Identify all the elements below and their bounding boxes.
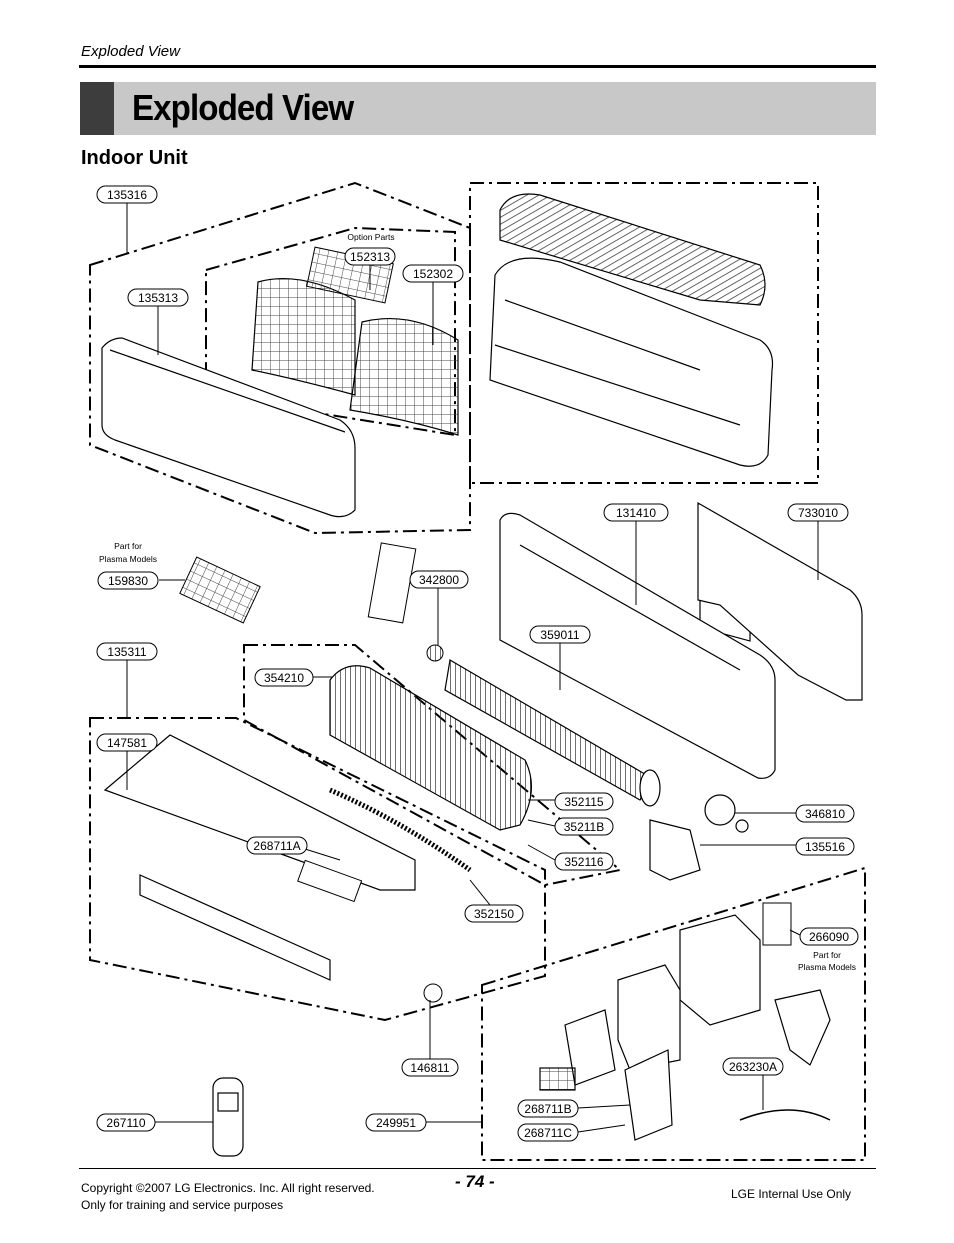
part-label: 135316 [96, 185, 158, 204]
leader-lines [126, 203, 819, 1133]
part-label: 35211B [554, 817, 614, 836]
motor-cover [649, 819, 701, 881]
front-panel [101, 337, 356, 518]
internal-use-notice: LGE Internal Use Only [731, 1187, 852, 1201]
part-label: 352115 [554, 792, 614, 811]
part-label: 267110 [96, 1113, 156, 1132]
part-label: 342800 [409, 570, 469, 589]
svg-text:131410: 131410 [616, 506, 656, 520]
svg-text:354210: 354210 [264, 671, 304, 685]
svg-text:152302: 152302 [413, 267, 453, 281]
copyright: Copyright ©2007 LG Electronics. Inc. All… [81, 1180, 375, 1214]
svg-text:268711C: 268711C [524, 1126, 572, 1140]
copyright-line-1: Copyright ©2007 LG Electronics. Inc. All… [81, 1181, 375, 1195]
svg-text:342800: 342800 [419, 573, 459, 587]
part-label: 135311 [96, 642, 158, 661]
page-number: - 74 - [455, 1172, 495, 1191]
top-grille [499, 193, 766, 306]
svg-text:267110: 267110 [106, 1116, 145, 1130]
side-cover-bracket [367, 542, 417, 624]
running-head: Exploded View [81, 43, 180, 60]
svg-text:135311: 135311 [107, 645, 146, 659]
terminal-cover [774, 989, 831, 1066]
group-outline-evaporator [243, 644, 623, 887]
part-label: 135313 [127, 288, 189, 307]
svg-text:352115: 352115 [564, 795, 603, 809]
header-rule [79, 65, 876, 68]
footer-rule [79, 1168, 876, 1169]
svg-text:135316: 135316 [107, 188, 147, 202]
fan-motor [704, 794, 749, 833]
svg-text:146811: 146811 [410, 1061, 449, 1075]
cross-flow-fan [444, 659, 661, 807]
svg-text:266090: 266090 [809, 930, 849, 944]
control-box [539, 914, 761, 1141]
svg-text:352116: 352116 [564, 855, 603, 869]
plasma-generator [179, 556, 261, 624]
installation-plate [697, 501, 863, 701]
display-pcb [297, 859, 363, 903]
svg-text:35211B: 35211B [564, 820, 604, 834]
note-plasma-2a: Part for [813, 950, 841, 960]
page-title: Exploded View [132, 87, 354, 128]
air-filter-left [251, 277, 356, 396]
group-outline-front-panel [89, 181, 471, 535]
note-option-parts: Option Parts [347, 232, 394, 242]
air-filter-right [349, 317, 459, 436]
part-label: 346810 [795, 804, 855, 823]
svg-text:249951: 249951 [376, 1116, 416, 1130]
part-label: 249951 [365, 1113, 427, 1132]
svg-text:268711A: 268711A [253, 839, 300, 853]
part-label: 359011 [529, 625, 591, 644]
part-label: 146811 [401, 1058, 459, 1077]
part-label: 131410 [603, 503, 669, 522]
copyright-line-2: Only for training and service purposes [81, 1198, 284, 1212]
part-label: 159830 [97, 571, 159, 590]
part-label: 268711A [246, 836, 308, 855]
svg-text:268711B: 268711B [524, 1102, 571, 1116]
svg-text:733010: 733010 [798, 506, 838, 520]
part-label: 147581 [96, 733, 158, 752]
part-label: 354210 [254, 668, 314, 687]
part-label: 152302 [402, 264, 464, 283]
drain-pan [103, 734, 416, 891]
part-label: 268711B [517, 1099, 579, 1118]
group-outline-vane [89, 717, 546, 1022]
svg-text:263230A: 263230A [729, 1060, 777, 1074]
section-title: Indoor Unit [81, 147, 188, 169]
remote-controller [212, 1077, 244, 1157]
svg-text:359011: 359011 [540, 628, 579, 642]
svg-text:159830: 159830 [108, 574, 148, 588]
drain-hose [329, 787, 472, 873]
part-label: 266090 [799, 927, 859, 946]
svg-text:346810: 346810 [805, 807, 845, 821]
banner-accent-block [80, 82, 114, 135]
note-plasma-1a: Part for [114, 541, 142, 551]
power-cord [739, 1109, 831, 1121]
svg-text:135313: 135313 [138, 291, 178, 305]
part-label: 135516 [795, 837, 855, 856]
svg-text:135516: 135516 [805, 840, 845, 854]
part-label: 152313 [344, 247, 396, 266]
part-label: 268711C [517, 1123, 579, 1142]
vane-assembly [139, 874, 331, 981]
svg-text:147581: 147581 [107, 736, 147, 750]
step-motor [423, 983, 443, 1003]
part-label: 352116 [554, 852, 614, 871]
plasma-power-supply [762, 902, 792, 946]
svg-text:352150: 352150 [474, 907, 514, 921]
part-label: 352150 [464, 904, 524, 923]
bearing [426, 644, 444, 662]
evaporator [329, 665, 533, 831]
rear-frame [499, 512, 776, 779]
note-plasma-2b: Plasma Models [798, 962, 856, 972]
part-label: 263230A [722, 1057, 784, 1076]
note-plasma-1b: Plasma Models [99, 554, 157, 564]
title-banner: Exploded View [80, 82, 876, 135]
svg-text:152313: 152313 [350, 250, 390, 264]
part-label: 733010 [787, 503, 849, 522]
group-outline-chassis [469, 182, 819, 484]
